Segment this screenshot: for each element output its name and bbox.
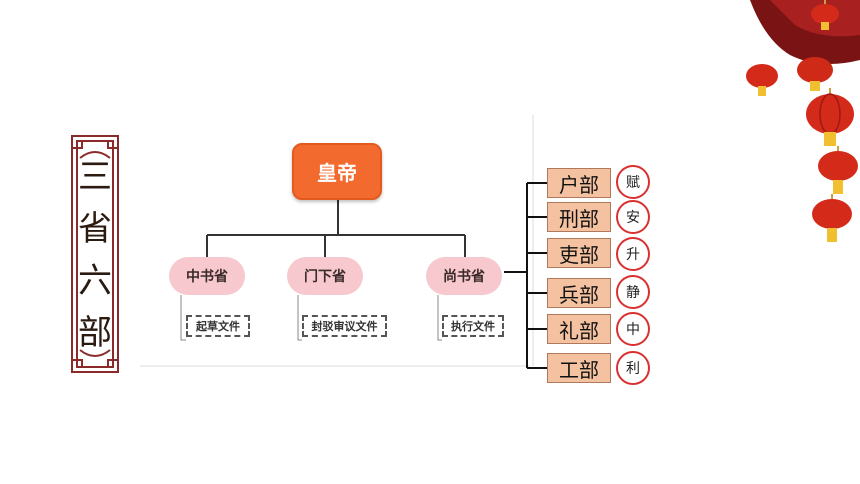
title-char: 三 (78, 157, 112, 197)
zhongshu-node: 中书省 (169, 257, 245, 295)
ministry-note-circle: 静 (616, 275, 650, 309)
shangshu-node: 尚书省 (426, 257, 502, 295)
title-char: 省 (78, 209, 112, 249)
title-char: 六 (78, 261, 112, 301)
title-vertical: 三 省 六 部 (72, 160, 118, 350)
ministry-gongbu: 工部 (547, 353, 611, 383)
shangshu-duty: 执行文件 (442, 315, 504, 337)
ministry-note-circle: 利 (616, 351, 650, 385)
ministry-xingbu: 刑部 (547, 202, 611, 232)
ministry-hubu: 户部 (547, 168, 611, 198)
ministry-bingbu: 兵部 (547, 278, 611, 308)
ornamental-frame (71, 135, 119, 373)
title-char: 部 (78, 313, 112, 353)
lantern-decoration-icon (746, 0, 860, 242)
ministry-note-circle: 赋 (616, 165, 650, 199)
zhongshu-duty: 起草文件 (186, 315, 250, 337)
menxia-duty: 封驳审议文件 (302, 315, 387, 337)
ministry-note-circle: 安 (616, 200, 650, 234)
ministry-libu-personnel: 吏部 (547, 238, 611, 268)
emperor-node: 皇帝 (292, 143, 382, 200)
ministry-libu-rites: 礼部 (547, 314, 611, 344)
ministry-note-circle: 中 (616, 312, 650, 346)
menxia-node: 门下省 (287, 257, 363, 295)
ministry-note-circle: 升 (616, 237, 650, 271)
